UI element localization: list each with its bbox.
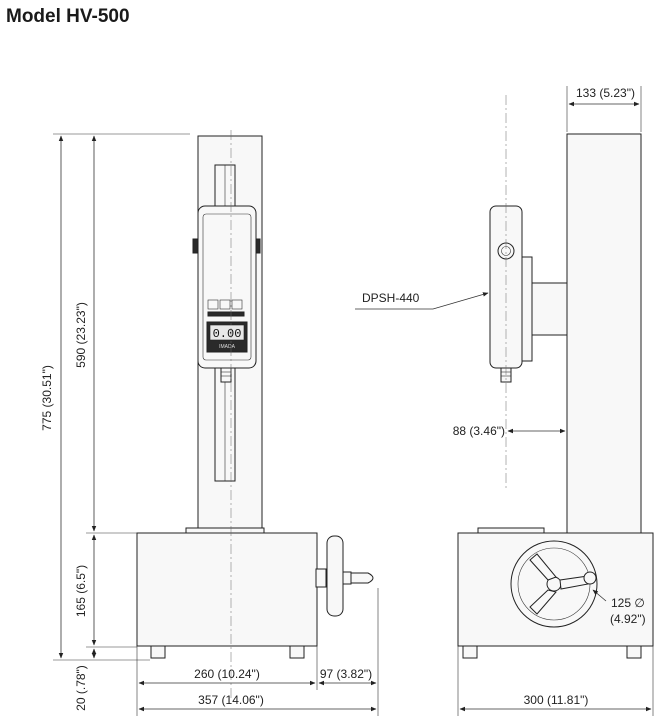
label-133: 133 (5.23") — [576, 86, 635, 100]
handwheel-hub — [315, 568, 327, 588]
side-handwheel — [510, 540, 598, 628]
label-300: 300 (11.81") — [524, 693, 589, 707]
front-handwheel — [315, 535, 374, 617]
label-775: 775 (30.51") — [40, 365, 54, 431]
gauge-button-3 — [231, 299, 243, 310]
label-88: 88 (3.46") — [453, 424, 505, 438]
handwheel-stub — [342, 571, 352, 585]
label-125-dia: 125 ∅ — [611, 596, 645, 610]
gauge-keypad-strip — [207, 311, 245, 317]
page-title: Model HV-500 — [6, 6, 130, 27]
side-foot-right — [626, 645, 642, 659]
label-590: 590 (23.23") — [74, 302, 88, 368]
label-165: 165 (6.5") — [74, 565, 88, 617]
front-view: 0.00 IMADA — [136, 130, 374, 700]
gauge-button-1 — [207, 299, 219, 310]
label-260: 260 (10.24") — [194, 667, 260, 681]
force-gauge: 0.00 IMADA — [192, 205, 261, 383]
gauge-brand: IMADA — [219, 344, 236, 350]
side-view — [457, 95, 654, 659]
gauge-button-2 — [219, 299, 231, 310]
side-mount-arm — [530, 282, 568, 336]
side-mount-plate — [520, 256, 533, 362]
label-357: 357 (14.06") — [198, 693, 264, 707]
side-foot-left — [462, 645, 478, 659]
dim-125-leader — [592, 589, 607, 602]
handwheel-rim — [326, 535, 344, 617]
handwheel-grip — [350, 572, 374, 584]
label-97: 97 (3.82") — [320, 667, 372, 681]
gauge-face — [202, 213, 252, 361]
label-20: 20 (.78") — [74, 665, 88, 711]
front-base — [136, 532, 318, 647]
dimensions — [53, 86, 654, 716]
label-dpsh-440: DPSH-440 — [362, 291, 420, 305]
front-foot-left — [150, 645, 166, 659]
label-125-inch: (4.92") — [610, 612, 646, 626]
front-foot-right — [289, 645, 305, 659]
gauge-shaft — [220, 367, 232, 383]
dpsh-leader — [355, 292, 489, 310]
side-column — [566, 133, 642, 534]
gauge-reading: 0.00 — [213, 327, 242, 341]
gauge-display-window — [209, 324, 245, 341]
handwheel-handle-knob — [583, 571, 597, 585]
